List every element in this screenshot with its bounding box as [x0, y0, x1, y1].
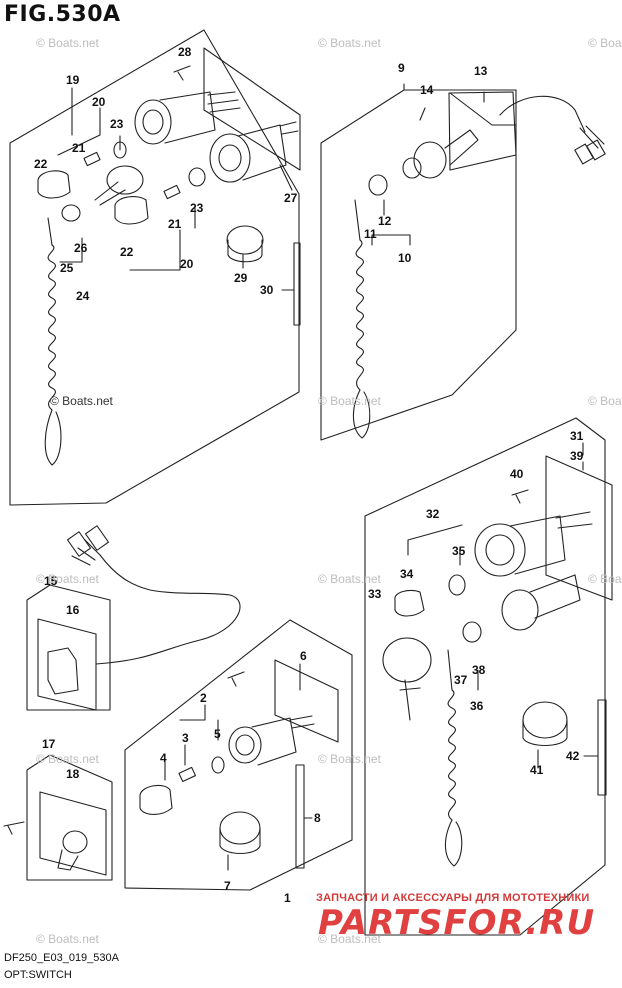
callout-28: 28: [178, 45, 192, 59]
watermark-text: © Boats.net: [588, 394, 622, 408]
callout-30: 30: [260, 283, 274, 297]
callout-36: 36: [470, 699, 484, 713]
watermark-text: © Boats.net: [318, 752, 381, 766]
callout-9: 9: [398, 61, 405, 75]
callout-17: 17: [42, 737, 56, 751]
watermark-text: © Boats.net: [318, 394, 381, 408]
callout-40: 40: [510, 467, 524, 481]
callout-10: 10: [398, 251, 412, 265]
callout-31: 31: [570, 429, 584, 443]
callout-23-top: 23: [110, 117, 124, 131]
callout-37: 37: [454, 673, 468, 687]
callout-21-top: 21: [72, 141, 86, 155]
callout-5: 5: [214, 727, 221, 741]
callout-33: 33: [368, 587, 382, 601]
callout-23-bottom: 23: [190, 201, 204, 215]
panel-top-left: [9, 29, 301, 506]
callout-4: 4: [160, 751, 167, 765]
callout-numbers: 1 2 3 4 5 6 7 8 9 10 11 12 13 14 15 16 1…: [34, 45, 584, 905]
callout-6: 6: [300, 649, 307, 663]
callout-12: 12: [378, 214, 392, 228]
callout-2: 2: [200, 691, 207, 705]
callout-7: 7: [224, 879, 231, 893]
brand-logo-text: PARTSFOR.RU: [318, 903, 596, 943]
callout-25: 25: [60, 261, 74, 275]
callout-42: 42: [566, 749, 580, 763]
watermark-text: © Boats.net: [50, 394, 113, 408]
callout-29: 29: [234, 271, 248, 285]
callout-18: 18: [66, 767, 80, 781]
watermark-text: © Boats.net: [36, 752, 99, 766]
callout-34: 34: [400, 567, 414, 581]
callout-1: 1: [284, 891, 291, 905]
brand-tagline: ЗАПЧАСТИ И АКСЕССУАРЫ ДЛЯ МОТОТЕХНИКИ: [316, 892, 590, 904]
callout-11: 11: [364, 227, 377, 241]
watermark-text: © Boats.net: [318, 572, 381, 586]
callout-26: 26: [74, 241, 88, 255]
callout-13: 13: [474, 64, 488, 78]
callout-35: 35: [452, 544, 466, 558]
watermark-text: © Boats.net: [588, 572, 622, 586]
watermark-text: © Boats.net: [36, 572, 99, 586]
footer-code: DF250_E03_019_530A: [4, 952, 119, 964]
callout-16: 16: [66, 603, 80, 617]
callout-32: 32: [426, 507, 440, 521]
callout-38: 38: [472, 663, 486, 677]
callout-22-bottom: 22: [120, 245, 134, 259]
figure-title: FIG.530A: [4, 2, 121, 27]
callout-20-top: 20: [92, 95, 106, 109]
callout-27: 27: [284, 191, 298, 205]
watermark-text: © Boats.net: [318, 932, 381, 946]
callout-19: 19: [66, 73, 80, 87]
watermark-text: © Boats.net: [36, 932, 99, 946]
callout-20-bottom: 20: [180, 257, 194, 271]
watermark-text: © Boats.net: [318, 36, 381, 50]
footer-name: OPT:SWITCH: [4, 969, 72, 981]
panel-bottom-center: [124, 619, 353, 891]
callout-24: 24: [76, 289, 90, 303]
callout-21-bottom: 21: [168, 217, 182, 231]
callout-3: 3: [182, 731, 189, 745]
panel-switch-17: [3, 754, 113, 881]
panel-top-right: [320, 83, 606, 441]
callout-39: 39: [570, 449, 584, 463]
watermark-text: © Boats.net: [588, 36, 622, 50]
watermark-text: © Boats.net: [36, 36, 99, 50]
callout-8: 8: [314, 811, 321, 825]
callout-15: 15: [44, 574, 58, 588]
callout-41: 41: [530, 763, 544, 777]
panel-switch-15: [26, 525, 241, 711]
callout-14: 14: [420, 83, 434, 97]
panel-middle-right: [364, 417, 613, 936]
callout-22-top: 22: [34, 157, 48, 171]
